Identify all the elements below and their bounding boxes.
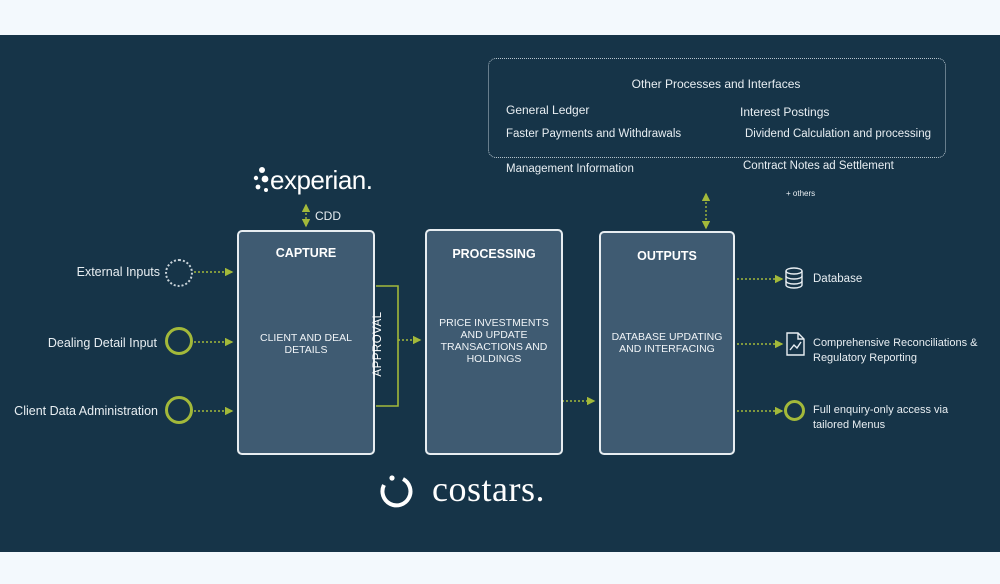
costars-brand: costars. — [432, 469, 545, 509]
enquiry-ring-icon — [784, 400, 805, 421]
output-database-label: Database — [813, 273, 863, 285]
others-item-interest-postings: Interest Postings — [740, 105, 830, 119]
dealing-input-ring-icon — [165, 327, 193, 355]
experian-dots-icon — [253, 167, 269, 192]
capture-box: CAPTURE CLIENT AND DEAL DETAILS — [237, 230, 375, 455]
approval-bracket — [376, 285, 399, 407]
report-icon — [786, 332, 805, 356]
capture-body: CLIENT AND DEAL DETAILS — [259, 332, 352, 356]
input-label-dealing: Dealing Detail Input — [47, 336, 157, 350]
others-item-faster-payments: Faster Payments and Withdrawals — [506, 128, 682, 140]
others-box — [488, 58, 946, 158]
cdd-label: CDD — [315, 209, 341, 223]
capture-title: CAPTURE — [275, 246, 337, 260]
outputs-body: DATABASE UPDATING AND INTERFACING — [611, 331, 723, 355]
others-item-mi: Management Information — [506, 163, 634, 175]
processing-body: PRICE INVESTMENTS AND UPDATE TRANSACTION… — [439, 317, 549, 365]
output-reporting-label: Comprehensive Reconciliations & Regulato… — [813, 337, 978, 364]
outputs-box: OUTPUTS DATABASE UPDATING AND INTERFACIN… — [599, 231, 735, 455]
database-icon — [785, 267, 803, 289]
others-item-dividend: Dividend Calculation and processing — [745, 128, 932, 140]
input-label-client-data: Client Data Administration — [14, 404, 158, 418]
client-data-ring-icon — [165, 396, 193, 424]
outputs-title: OUTPUTS — [637, 249, 697, 263]
approval-label: APPROVAL — [372, 311, 384, 377]
experian-logo: experian. — [270, 165, 373, 195]
others-item-general-ledger: General Ledger — [506, 103, 590, 117]
others-item-contract-notes: Contract Notes ad Settlement — [743, 160, 894, 172]
output-enquiry-label: Full enquiry-only access via tailored Me… — [813, 404, 949, 431]
costars-logo-icon — [380, 477, 413, 508]
processing-title: PROCESSING — [452, 247, 536, 261]
external-inputs-dotted-icon — [165, 259, 193, 287]
input-label-external: External Inputs — [76, 265, 160, 279]
others-note: + others — [786, 189, 816, 198]
processing-box: PROCESSING PRICE INVESTMENTS AND UPDATE … — [425, 229, 563, 455]
others-title: Other Processes and Interfaces — [631, 77, 801, 91]
